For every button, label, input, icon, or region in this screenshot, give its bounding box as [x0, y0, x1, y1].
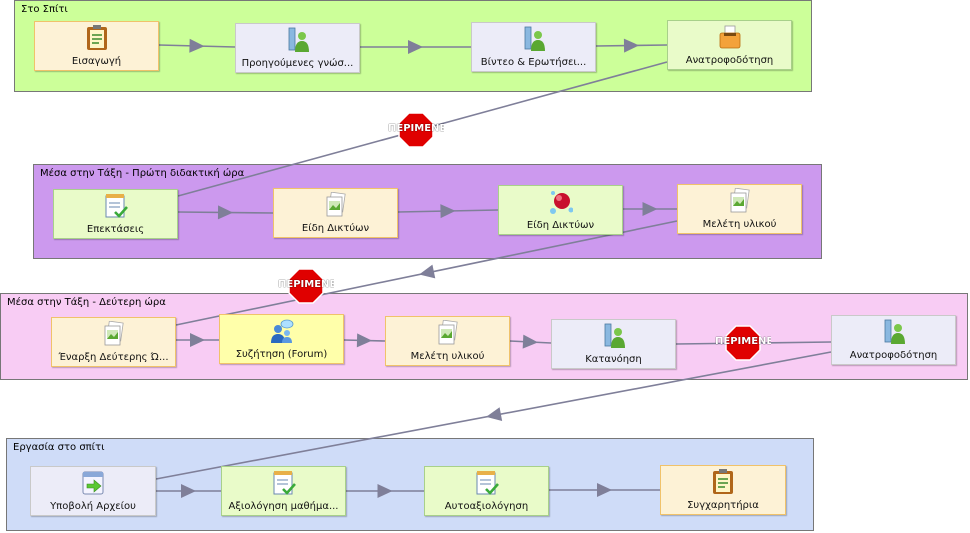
- activity-file-submission[interactable]: Υποβολή Αρχείου: [30, 466, 156, 516]
- activity-feedback-home[interactable]: Ανατροφοδότηση: [667, 20, 792, 70]
- activity-label: Συζήτηση (Forum): [235, 349, 328, 360]
- lane-title: Μέσα στην Τάξη - Δεύτερη ώρα: [7, 297, 166, 308]
- activity-label: Υποβολή Αρχείου: [50, 501, 136, 512]
- connector-arrowhead: [419, 264, 436, 279]
- activity-network-types-page[interactable]: Είδη Δικτύων: [273, 188, 398, 238]
- stop-gate-label: ΠΕΡΙΜΕΝΕ: [388, 123, 444, 134]
- activity-label: Ανατροφοδότηση: [849, 350, 938, 361]
- activity-label: Επεκτάσεις: [86, 224, 145, 235]
- activity-forum-discussion[interactable]: Συζήτηση (Forum): [219, 314, 344, 364]
- connector-arrowhead: [486, 407, 503, 421]
- stop-gate-label: ΠΕΡΙΜΕΝΕ: [715, 336, 771, 347]
- activity-video-questions[interactable]: Βίντεο & Ερωτήσει...: [471, 22, 596, 72]
- activity-label: Ανατροφοδότηση: [685, 55, 774, 66]
- document-image-icon: [102, 320, 126, 347]
- stop-gate-1[interactable]: ΠΕΡΙΜΕΝΕ: [388, 112, 444, 148]
- activity-second-hour-start[interactable]: Έναρξη Δεύτερης Ώ...: [51, 317, 176, 367]
- activity-congratulations[interactable]: Συγχαρητήρια: [660, 465, 786, 515]
- activity-label: Είδη Δικτύων: [526, 220, 595, 231]
- file-upload-icon: [81, 470, 105, 496]
- resource-person-icon: [602, 323, 626, 349]
- activity-label: Συγχαρητήρια: [687, 500, 759, 511]
- activity-label: Μελέτη υλικού: [702, 219, 777, 230]
- stop-gate-3[interactable]: ΠΕΡΙΜΕΝΕ: [715, 325, 771, 361]
- notepad-icon: [711, 469, 735, 495]
- activity-self-assessment[interactable]: Αυτοαξιολόγηση: [424, 466, 549, 516]
- stop-sign-icon: [288, 268, 324, 304]
- activity-lesson-evaluation[interactable]: Αξιολόγηση μαθήμα...: [221, 466, 346, 516]
- activity-feedback-class[interactable]: Ανατροφοδότηση: [831, 315, 956, 365]
- checklist-icon: [104, 193, 128, 219]
- activity-label: Κατανόηση: [585, 354, 642, 365]
- checklist-icon: [475, 470, 499, 496]
- activity-network-types-scorm[interactable]: Είδη Δικτύων: [498, 185, 623, 235]
- notepad-icon: [85, 25, 109, 51]
- stop-gate-2[interactable]: ΠΕΡΙΜΕΝΕ: [278, 268, 334, 304]
- people-chat-icon: [270, 318, 294, 344]
- lane-title: Εργασία στο σπίτι: [13, 442, 105, 453]
- document-image-icon: [728, 187, 752, 214]
- drop-box-icon: [718, 24, 742, 50]
- molecule-icon: [549, 189, 573, 215]
- activity-comprehension[interactable]: Κατανόηση: [551, 319, 676, 369]
- activity-label: Βίντεο & Ερωτήσει...: [480, 57, 587, 68]
- activity-label: Είδη Δικτύων: [301, 223, 370, 234]
- activity-label: Προηγούμενες γνώσ...: [241, 58, 354, 69]
- stop-sign-icon: [725, 325, 761, 361]
- document-image-icon: [324, 191, 348, 218]
- stop-sign-icon: [398, 112, 434, 148]
- activity-prior-knowledge[interactable]: Προηγούμενες γνώσ...: [235, 23, 360, 73]
- activity-label: Αξιολόγηση μαθήμα...: [228, 501, 339, 512]
- activity-label: Αυτοαξιολόγηση: [444, 501, 529, 512]
- resource-person-icon: [882, 319, 906, 345]
- activity-study-material-1[interactable]: Μελέτη υλικού: [677, 184, 802, 234]
- activity-label: Μελέτη υλικού: [410, 351, 485, 362]
- activity-study-material-2[interactable]: Μελέτη υλικού: [385, 316, 510, 366]
- activity-label: Εισαγωγή: [71, 56, 122, 67]
- lane-title: Στο Σπίτι: [21, 4, 68, 15]
- activity-introduction[interactable]: Εισαγωγή: [34, 21, 159, 71]
- document-image-icon: [436, 319, 460, 346]
- activity-extensions[interactable]: Επεκτάσεις: [53, 189, 178, 239]
- resource-person-icon: [522, 26, 546, 52]
- lane-title: Μέσα στην Τάξη - Πρώτη διδακτική ώρα: [40, 168, 245, 179]
- resource-person-icon: [286, 27, 310, 53]
- checklist-icon: [272, 470, 296, 496]
- stop-gate-label: ΠΕΡΙΜΕΝΕ: [278, 279, 334, 290]
- activity-label: Έναρξη Δεύτερης Ώ...: [58, 352, 169, 363]
